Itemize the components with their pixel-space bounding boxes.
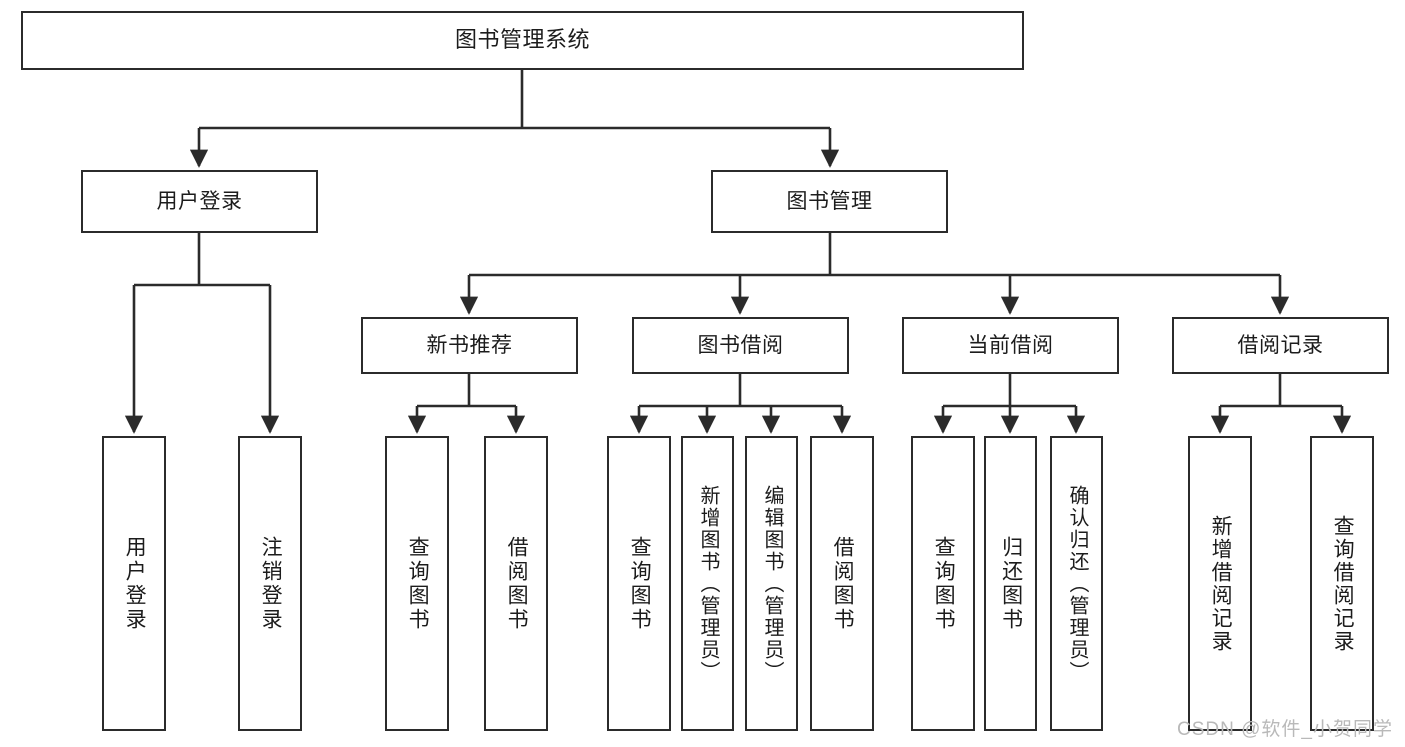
node-label: 图书借阅 bbox=[697, 333, 784, 357]
node-book-borrow[interactable]: 图书借阅 bbox=[632, 317, 849, 374]
node-leaf-borrow-book-new[interactable]: 借阅图书 bbox=[484, 436, 548, 731]
node-leaf-query-borrow-record[interactable]: 查询借阅记录 bbox=[1310, 436, 1374, 731]
node-book-management[interactable]: 图书管理 bbox=[711, 170, 948, 233]
node-leaf-query-book-new[interactable]: 查询图书 bbox=[385, 436, 449, 731]
node-leaf-confirm-return-admin[interactable]: 确认归还（管理员） bbox=[1050, 436, 1103, 731]
watermark-text: CSDN @软件_小贺同学 bbox=[1177, 719, 1393, 740]
node-label: 查询借阅记录 bbox=[1331, 514, 1355, 653]
node-user-login[interactable]: 用户登录 bbox=[81, 170, 318, 233]
node-label: 查询图书 bbox=[932, 535, 956, 632]
node-leaf-edit-book-admin[interactable]: 编辑图书（管理员） bbox=[745, 436, 798, 731]
node-label: 查询图书 bbox=[406, 535, 430, 632]
node-label: 图书管理 bbox=[786, 189, 873, 213]
node-new-book-recommend[interactable]: 新书推荐 bbox=[361, 317, 578, 374]
node-label: 用户登录 bbox=[156, 189, 243, 213]
node-label: 确认归还（管理员） bbox=[1066, 484, 1088, 683]
node-label: 查询图书 bbox=[628, 535, 652, 632]
node-label: 借阅记录 bbox=[1237, 333, 1324, 357]
node-leaf-user-login[interactable]: 用户登录 bbox=[102, 436, 166, 731]
node-label: 图书管理系统 bbox=[454, 27, 590, 53]
node-root-system[interactable]: 图书管理系统 bbox=[21, 11, 1024, 70]
node-borrow-records[interactable]: 借阅记录 bbox=[1172, 317, 1389, 374]
node-leaf-return-book[interactable]: 归还图书 bbox=[984, 436, 1037, 731]
node-label: 当前借阅 bbox=[967, 333, 1054, 357]
node-label: 用户登录 bbox=[123, 535, 147, 632]
node-leaf-logout[interactable]: 注销登录 bbox=[238, 436, 302, 731]
node-label: 借阅图书 bbox=[831, 535, 855, 632]
node-leaf-query-book[interactable]: 查询图书 bbox=[607, 436, 671, 731]
node-label: 编辑图书（管理员） bbox=[761, 484, 783, 683]
node-current-borrow[interactable]: 当前借阅 bbox=[902, 317, 1119, 374]
node-label: 新书推荐 bbox=[426, 333, 513, 357]
node-leaf-add-book-admin[interactable]: 新增图书（管理员） bbox=[681, 436, 734, 731]
node-leaf-add-borrow-record[interactable]: 新增借阅记录 bbox=[1188, 436, 1252, 731]
node-label: 借阅图书 bbox=[505, 535, 529, 632]
node-leaf-query-current[interactable]: 查询图书 bbox=[911, 436, 975, 731]
node-label: 注销登录 bbox=[259, 535, 283, 632]
node-leaf-lend-book[interactable]: 借阅图书 bbox=[810, 436, 874, 731]
node-label: 归还图书 bbox=[999, 535, 1023, 632]
node-label: 新增借阅记录 bbox=[1209, 514, 1233, 653]
node-label: 新增图书（管理员） bbox=[697, 484, 719, 683]
